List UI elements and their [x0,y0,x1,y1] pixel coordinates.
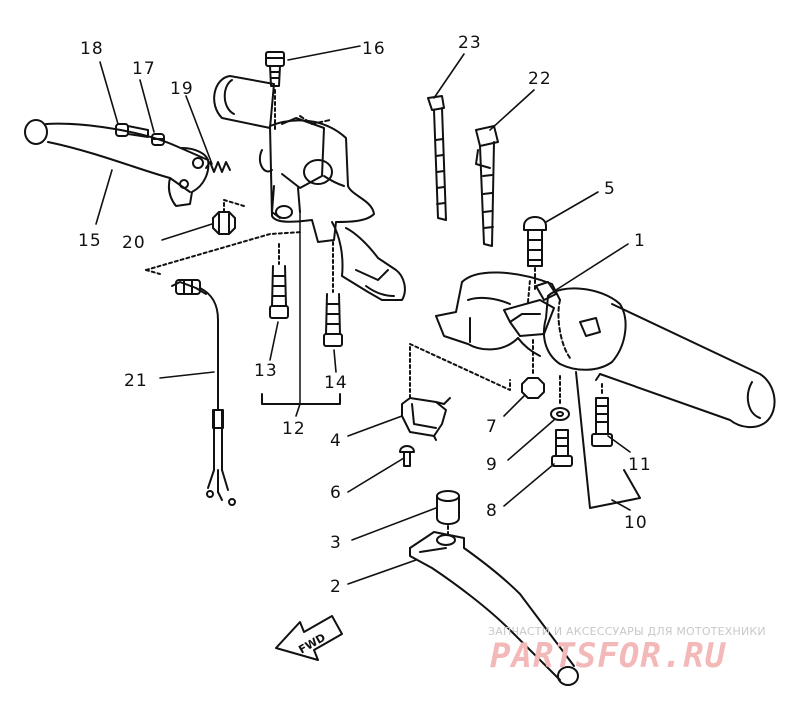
leader-lines [96,46,630,584]
callout-13: 13 [254,361,278,381]
part-20-nut [213,212,235,234]
callout-11: 11 [628,455,652,475]
callout-19: 19 [170,79,194,99]
part-3-collar [437,491,459,524]
watermark-tagline: ЗАПЧАСТИ И АКСЕССУАРЫ ДЛЯ МОТОТЕХНИКИ [488,625,766,638]
callout-8: 8 [486,501,498,521]
right-grip-assembly [436,272,775,427]
part-2-right-lever [410,526,578,685]
part-23-cable-tie [428,96,446,220]
callout-10: 10 [624,513,648,533]
part-6-screw [400,446,414,466]
callout-1: 1 [634,231,646,251]
callout-4: 4 [330,431,342,451]
part-8-bolt [552,430,572,466]
part-22-cable-tie [476,126,498,246]
part-5-bolt [524,217,546,290]
callout-2: 2 [330,577,342,597]
callout-labels: 18 17 19 16 23 22 5 1 15 20 21 13 14 12 … [78,33,652,657]
part-7-nut [522,340,544,398]
callout-9: 9 [486,455,498,475]
part-16-bolt [266,52,284,130]
callout-5: 5 [604,179,616,199]
watermark-logo: PARTSFOR.RU [490,636,727,676]
part-21-switch-wire [172,280,235,505]
part-18-pivot-bolt [116,124,148,137]
part-9-washer [551,376,569,420]
fwd-label: FWD [296,631,327,657]
callout-20: 20 [122,233,146,253]
callout-6: 6 [330,483,342,503]
callout-18: 18 [80,39,104,59]
callout-14: 14 [324,373,348,393]
part-4-brake-switch [402,344,510,440]
callout-21: 21 [124,371,148,391]
callout-7: 7 [486,417,498,437]
callout-16: 16 [362,39,386,59]
callout-12: 12 [282,419,306,439]
part-14-bolt [324,242,342,346]
part-19-spring [206,162,230,172]
callout-15: 15 [78,231,102,251]
part-11-bolt [592,384,612,446]
callout-17: 17 [132,59,156,79]
fwd-direction-arrow [276,616,342,660]
part-13-bolt [270,244,288,318]
callout-3: 3 [330,533,342,553]
part-17-collar [152,134,164,145]
callout-22: 22 [528,69,552,89]
callout-23: 23 [458,33,482,53]
left-grip-assembly [214,76,405,300]
